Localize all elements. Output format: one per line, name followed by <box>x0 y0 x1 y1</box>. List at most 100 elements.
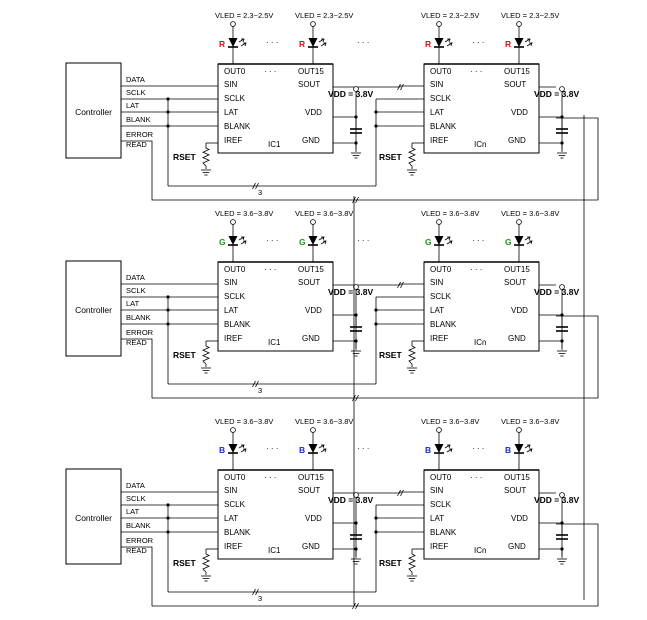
signal-blank-label: BLANK <box>126 521 151 530</box>
led-light-arrow <box>238 444 245 449</box>
pin-sin-label: SIN <box>430 486 444 495</box>
vled-label: VLED = 3.6~3.8V <box>501 209 559 218</box>
led-light-arrow <box>446 240 453 245</box>
pin-sout-label: SOUT <box>298 80 320 89</box>
led-light-arrow-head <box>449 240 453 245</box>
wire-error-read <box>121 315 599 399</box>
led-light-arrow-head <box>241 236 245 241</box>
pin-lat-label: LAT <box>224 306 238 315</box>
pin-iref-label: IREF <box>224 334 242 343</box>
pin-out0-label: OUT0 <box>430 473 452 482</box>
pin-lat-label: LAT <box>430 108 444 117</box>
vdd-supply-label: VDD = 3.8V <box>328 89 373 99</box>
led-light-arrow <box>320 42 327 47</box>
led-light-arrow-head <box>321 236 325 241</box>
pin-lat-label: LAT <box>224 108 238 117</box>
channel-row-2: ControllerDATASCLKLATBLANKERRORREADOUT0·… <box>65 417 599 610</box>
pin-sclk-label: SCLK <box>224 94 246 103</box>
pin-iref-label: IREF <box>430 136 448 145</box>
signal-sclk-label: SCLK <box>126 494 146 503</box>
led-light-arrow-head <box>527 236 531 241</box>
pin-sout-label: SOUT <box>298 486 320 495</box>
vdd-supply-label: VDD = 3.8V <box>534 287 579 297</box>
signal-blank-label: BLANK <box>126 313 151 322</box>
wire-break-mark <box>397 281 401 289</box>
led-light-arrow-head <box>323 42 327 47</box>
wire-break-mark <box>355 394 359 402</box>
pin-out15-label: OUT15 <box>504 265 530 274</box>
wire-break-mark <box>255 588 259 596</box>
pin-lat-label: LAT <box>430 514 444 523</box>
pin-sclk-label: SCLK <box>430 94 452 103</box>
pin-vdd-label: VDD <box>305 108 322 117</box>
vled-label: VLED = 2.3~2.5V <box>501 11 559 20</box>
pin-out15-label: OUT15 <box>298 67 324 76</box>
led-light-arrow-head <box>529 448 533 453</box>
rset-resistor-icon <box>202 145 210 169</box>
led-light-arrow-head <box>323 240 327 245</box>
ic-ellipsis: · · · <box>357 38 369 47</box>
led-light-arrow <box>318 444 325 449</box>
terminal-circle <box>310 427 316 433</box>
pin-sclk-label: SCLK <box>224 500 246 509</box>
pin-sin-label: SIN <box>430 80 444 89</box>
pin-out0-label: OUT0 <box>430 67 452 76</box>
pin-out15-label: OUT15 <box>298 265 324 274</box>
terminal-circle <box>559 492 565 498</box>
wire-break-mark <box>252 588 256 596</box>
color-b-label: B <box>219 445 225 455</box>
signal-lat-label: LAT <box>126 507 140 516</box>
pin-gnd-label: GND <box>302 542 320 551</box>
terminal-circle <box>559 86 565 92</box>
wire-break-mark <box>397 489 401 497</box>
pin-ellipsis: · · · <box>470 67 482 76</box>
led-light-arrow <box>524 444 531 449</box>
led-icon <box>228 38 238 47</box>
pin-out0-label: OUT0 <box>224 473 246 482</box>
signal-blank-label: BLANK <box>126 115 151 124</box>
color-r-label: R <box>299 39 305 49</box>
led-light-arrow <box>240 42 247 47</box>
wire-sout-to-sin <box>333 283 424 286</box>
color-b-label: B <box>425 445 431 455</box>
pin-vdd-label: VDD <box>511 306 528 315</box>
terminal-circle <box>230 219 236 225</box>
driver-ic-first <box>217 469 334 560</box>
vdd-supply-label: VDD = 3.8V <box>534 89 579 99</box>
terminal-circle <box>559 284 565 290</box>
terminal-circle <box>230 21 236 27</box>
controller-box <box>65 468 122 565</box>
signal-error-label: ERROR <box>126 328 154 337</box>
led-icon <box>434 236 444 245</box>
led-light-arrow <box>240 240 247 245</box>
led-icon <box>228 444 238 453</box>
signal-sclk-label: SCLK <box>126 286 146 295</box>
icn-label: ICn <box>474 546 486 555</box>
controller-label: Controller <box>75 107 112 117</box>
pin-sout-label: SOUT <box>504 278 526 287</box>
rset-label: RSET <box>379 152 402 162</box>
pin-blank-label: BLANK <box>430 122 457 131</box>
pin-ellipsis: · · · <box>264 67 276 76</box>
pin-ellipsis: · · · <box>470 473 482 482</box>
vdd-rail-links <box>353 115 585 605</box>
rset-resistor-icon <box>202 343 210 367</box>
led-icon <box>308 444 318 453</box>
bus-width-label: 3 <box>258 594 262 603</box>
color-b-label: B <box>299 445 305 455</box>
led-light-arrow <box>238 38 245 43</box>
channel-row-0: ControllerDATASCLKLATBLANKERRORREADOUT0·… <box>65 11 599 204</box>
vdd-supply-label: VDD = 3.8V <box>534 495 579 505</box>
color-g-label: G <box>299 237 306 247</box>
pin-vdd-label: VDD <box>511 514 528 523</box>
vled-label: VLED = 2.3~2.5V <box>215 11 273 20</box>
vled-label: VLED = 3.6~3.8V <box>421 209 479 218</box>
vled-label: VLED = 3.6~3.8V <box>501 417 559 426</box>
color-b-label: B <box>505 445 511 455</box>
wire-break-mark <box>397 83 401 91</box>
pin-iref-label: IREF <box>224 542 242 551</box>
pin-sclk-label: SCLK <box>430 500 452 509</box>
bus-width-label: 3 <box>258 188 262 197</box>
pin-gnd-label: GND <box>508 136 526 145</box>
vdd-supply-label: VDD = 3.8V <box>328 287 373 297</box>
